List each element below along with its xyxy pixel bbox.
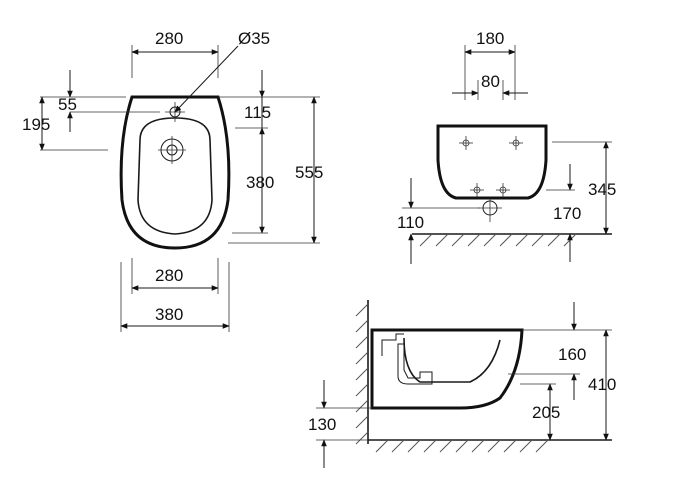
bidet-basin-top [137, 117, 213, 235]
top-view: 280 Ø35 55 195 115 380 555 280 38 [22, 29, 323, 332]
dim-410: 410 [588, 375, 616, 394]
dim-160: 160 [558, 345, 586, 364]
dim-115: 115 [244, 103, 271, 122]
bidet-outline-front [436, 124, 548, 200]
wall-hatch [355, 303, 369, 445]
dim-110: 110 [397, 213, 424, 232]
floor-hatch [419, 233, 577, 247]
bidet-outline-side [370, 328, 524, 410]
dim-80: 80 [481, 72, 500, 91]
bidet-outline-top [119, 95, 231, 250]
dim-380-bottom: 380 [155, 305, 183, 324]
dim-170: 170 [553, 204, 581, 223]
front-view: 180 80 110 170 [397, 29, 616, 264]
bidet-inner-side [403, 337, 501, 383]
dim-345: 345 [588, 180, 616, 199]
fixing-point-icon [459, 136, 523, 197]
dim-205: 205 [532, 403, 560, 422]
waste-outlet-icon [478, 198, 502, 222]
tap-icon [381, 333, 404, 356]
dim-55: 55 [58, 95, 77, 114]
dim-195: 195 [22, 115, 50, 134]
dim-hole-dia: Ø35 [238, 29, 270, 48]
dim-280-bottom: 280 [155, 266, 183, 285]
dim-380-inner: 380 [246, 173, 274, 192]
dim-width-top: 280 [155, 29, 183, 48]
side-floor-hatch [375, 439, 549, 453]
dim-130: 130 [308, 415, 336, 434]
trap-icon [397, 343, 433, 385]
drain-icon [158, 136, 186, 164]
dim-180: 180 [476, 29, 504, 48]
dim-555: 555 [295, 163, 323, 182]
side-view: 160 410 205 130 [308, 300, 616, 468]
